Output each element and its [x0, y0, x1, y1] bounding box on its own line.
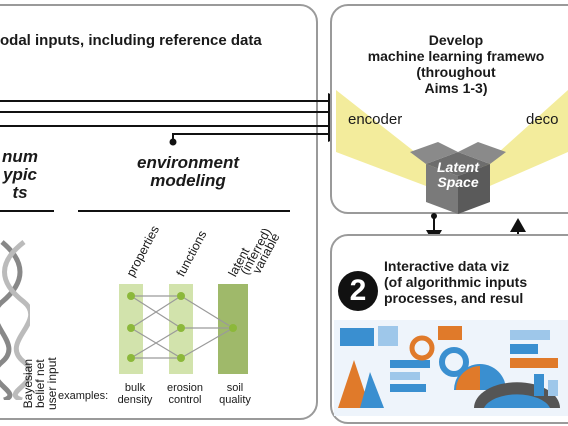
decoder-label: deco — [526, 111, 559, 128]
example-2-line-2: control — [168, 394, 202, 406]
net-node — [127, 354, 135, 362]
latent-line-1: Latent — [437, 159, 479, 175]
encoder-decoder-graphic — [336, 90, 568, 214]
encoder-cone — [336, 90, 448, 192]
dna-helix-icon — [0, 240, 30, 400]
viz-title: Interactive data viz (of algorithmic inp… — [384, 258, 527, 306]
example-1-line-1: bulk — [124, 382, 146, 394]
genotype-heading-line-3: ts — [12, 183, 28, 202]
ml-title: Develop machine learning framewo (throug… — [356, 32, 556, 96]
heading-divider-left — [0, 210, 54, 212]
env-connector-arrow — [172, 126, 346, 142]
encoder-label: encoder — [348, 111, 403, 128]
inputs-header: odal inputs, including reference data — [0, 32, 262, 49]
net-node — [229, 324, 237, 332]
decoder-cone — [470, 90, 568, 192]
example-1-line-2: density — [117, 394, 153, 406]
examples-label: examples: — [58, 390, 109, 402]
net-node — [177, 354, 185, 362]
bayesian-net-graphic — [119, 284, 248, 374]
bayesian-side-label: Bayesian belief net user input — [21, 357, 59, 410]
heading-divider-env — [78, 210, 290, 212]
example-3-line-2: quality — [219, 394, 251, 406]
example-3-line-1: soil — [226, 382, 244, 394]
example-soil-quality: soil quality — [210, 382, 260, 406]
ml-title-line-1: Develop — [428, 32, 484, 48]
ml-title-line-2: machine learning framewo — [367, 48, 545, 64]
viz-title-line-3: processes, and resul — [384, 290, 524, 306]
bayesian-line-3: user input — [45, 357, 59, 410]
genotype-heading: num ypic ts — [0, 148, 50, 202]
env-heading-line-2: modeling — [150, 171, 226, 190]
genotype-heading-line-1: num — [2, 147, 38, 166]
latent-line-2: Space — [437, 174, 479, 190]
latent-space-label: Latent Space — [424, 160, 492, 190]
example-bulk-density: bulk density — [110, 382, 160, 406]
example-erosion-control: erosion control — [157, 382, 213, 406]
viz-title-line-1: Interactive data viz — [384, 258, 510, 274]
example-2-line-1: erosion — [166, 382, 204, 394]
infographic-collage — [334, 320, 568, 416]
env-modeling-heading: environment modeling — [113, 154, 263, 190]
inputs-panel — [0, 4, 318, 420]
env-connector-dot — [169, 138, 177, 146]
net-node — [127, 292, 135, 300]
ml-title-line-4: Aims 1-3) — [424, 80, 488, 96]
genotype-heading-line-2: ypic — [2, 165, 38, 184]
aim-number-badge: 2 — [338, 271, 378, 311]
env-heading-line-1: environment — [136, 153, 240, 172]
ml-title-line-3: (throughout — [416, 64, 496, 80]
net-node — [177, 324, 185, 332]
net-node — [177, 292, 185, 300]
net-node — [127, 324, 135, 332]
viz-title-line-2: (of algorithmic inputs — [384, 274, 528, 290]
